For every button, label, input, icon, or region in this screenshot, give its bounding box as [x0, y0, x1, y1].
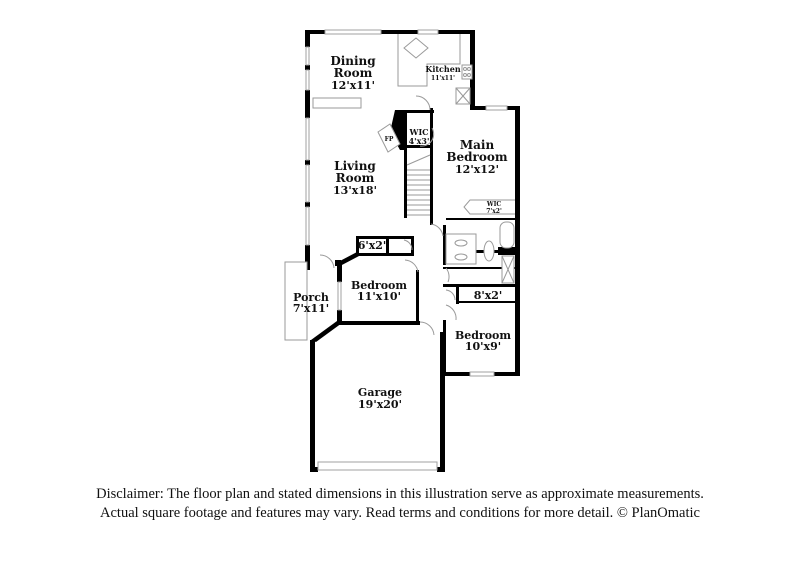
wic-small-dims: 4'x3': [409, 136, 430, 146]
bedroom-2-dims: 11'x10': [357, 290, 401, 303]
door-closet-6x2: [403, 239, 413, 251]
door-bedroom2: [404, 259, 419, 273]
dining-counter: [312, 97, 362, 109]
fixtures: [284, 34, 515, 341]
bedroom-3-name: Bedroom: [455, 329, 511, 342]
bathtub-icon: [499, 221, 515, 249]
door-bedroom3: [445, 304, 457, 321]
door-closet-8x2: [445, 289, 456, 301]
main-wic-name: WIC: [486, 201, 502, 208]
dining-room-name-1: Dining: [330, 54, 376, 68]
disclaimer: Disclaimer: The floor plan and stated di…: [0, 485, 800, 523]
room-labels: Dining Room 12'x11' Kitchen 11'x11' Livi…: [293, 54, 512, 411]
dining-room-name-2: Room: [334, 66, 373, 80]
door-kitchen: [415, 95, 431, 111]
bedroom-2-name: Bedroom: [351, 279, 407, 292]
disclaimer-line-1: Disclaimer: The floor plan and stated di…: [96, 486, 704, 502]
living-room-name-2: Room: [336, 171, 375, 185]
garage-name: Garage: [358, 386, 402, 399]
fireplace-label: FP: [385, 136, 394, 143]
main-bedroom-name-1: Main: [460, 138, 495, 152]
windows: [305, 29, 508, 471]
interior-walls: [356, 108, 518, 375]
door-hall: [430, 223, 444, 237]
closet-6x2-dims: 6'x2': [358, 239, 387, 252]
bedroom-3-dims: 10'x9': [465, 340, 501, 353]
stove-icon: [461, 64, 473, 80]
porch-name: Porch: [293, 291, 329, 304]
main-bedroom-name-2: Bedroom: [446, 150, 507, 164]
door-garage: [419, 321, 435, 336]
kitchen-dims: 11'x11': [431, 75, 455, 82]
door-wic: [419, 127, 435, 147]
fireplace-hearth: [377, 123, 401, 153]
kitchen-sink: [403, 37, 429, 59]
closet-8x2-dims: 8'x2': [474, 289, 503, 302]
main-bedroom-dims: 12'x12': [455, 163, 499, 176]
staircase: [406, 154, 431, 216]
porch-dims: 7'x11': [293, 302, 329, 315]
porch-outline: [284, 261, 308, 341]
dining-room-dims: 12'x11': [331, 79, 375, 92]
main-wic-shelf: [463, 199, 515, 215]
vanity: [445, 233, 477, 265]
kitchen-name: Kitchen: [425, 64, 460, 74]
living-room-name-1: Living: [334, 159, 376, 173]
garage-dims: 19'x20': [358, 398, 402, 411]
toilet-icon: [483, 240, 495, 262]
exterior-walls: [305, 30, 520, 472]
door-bath: [445, 267, 450, 283]
main-wic-dims: 7'x2': [486, 208, 502, 215]
door-porch: [319, 254, 335, 269]
floor-plan: Dining Room 12'x11' Kitchen 11'x11' Livi…: [284, 29, 520, 472]
wic-small-name: WIC: [408, 127, 428, 137]
disclaimer-line-2: Actual square footage and features may v…: [100, 505, 700, 521]
living-room-dims: 13'x18': [333, 184, 377, 197]
